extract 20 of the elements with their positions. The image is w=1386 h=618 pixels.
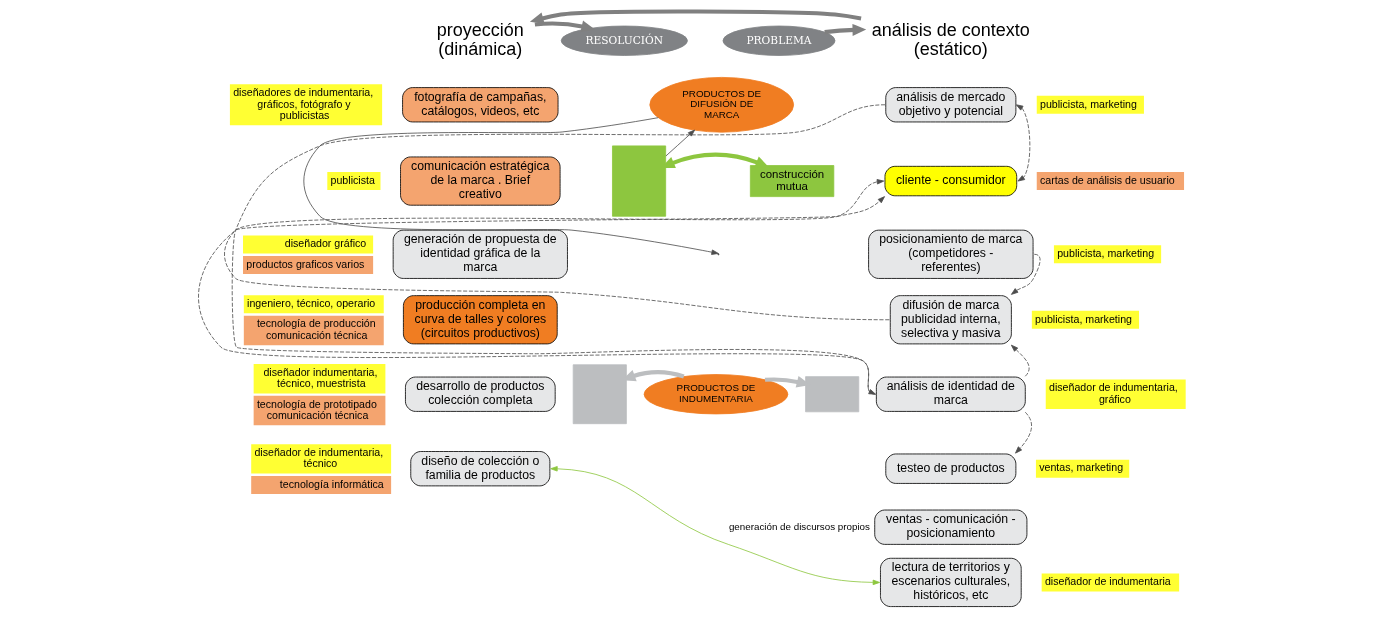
node-label: tecnología informática bbox=[279, 477, 384, 490]
node-label: publicista bbox=[330, 173, 375, 186]
node-label: diseñador indumentaria, técnico, muestrista bbox=[263, 365, 378, 390]
node-label: diseñador gráfico bbox=[284, 237, 367, 250]
node-label: tecnología de prototipado comunicación técnica bbox=[256, 397, 377, 422]
node-label: cartas de análisis de usuario bbox=[1040, 173, 1175, 186]
edge-label: generación de discursos propios bbox=[728, 520, 870, 532]
node-text: análisis de contexto (estático) bbox=[871, 19, 1030, 60]
node-label: publicista, marketing bbox=[1040, 97, 1137, 110]
node-label: publicista, marketing bbox=[1057, 247, 1155, 260]
node-label: diseñador de indumentaria, gráfico bbox=[1049, 381, 1178, 405]
node-label: diseñador de indumentaria, técnico bbox=[254, 445, 384, 470]
node-text: proyección (dinámica) bbox=[436, 19, 524, 60]
node-label: productos graficos varios bbox=[246, 257, 365, 270]
node-label: ventas, marketing bbox=[1039, 461, 1124, 474]
node-label: tecnología de producción comunicación técnica bbox=[256, 317, 376, 341]
node-label: publicista, marketing bbox=[1035, 312, 1132, 325]
node-label: ingeniero, técnico, operario bbox=[247, 297, 376, 309]
node-label: diseñadores de indumentaria, gráficos, fotógrafo y publicistas bbox=[233, 86, 374, 122]
node-label: diseñador de indumentaria bbox=[1044, 575, 1171, 588]
